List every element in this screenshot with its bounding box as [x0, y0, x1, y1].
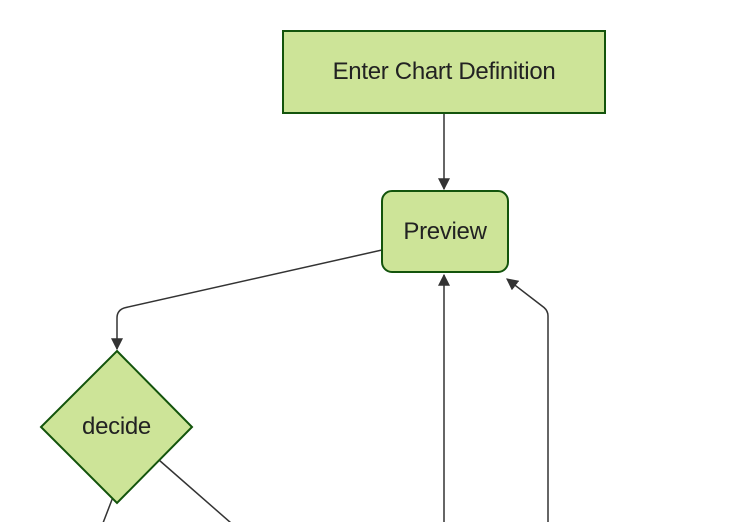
- edge-decide-to-offscreen-right: [158, 459, 231, 522]
- edge-offscreen-right-to-preview: [506, 278, 549, 522]
- edge-preview-to-decide: [111, 249, 383, 351]
- edge-decide-to-offscreen-left: [102, 496, 114, 522]
- node-preview-shape: [381, 190, 509, 273]
- node-enter-chart-definition-shape: [282, 30, 606, 114]
- node-decide-shape: [39, 349, 194, 505]
